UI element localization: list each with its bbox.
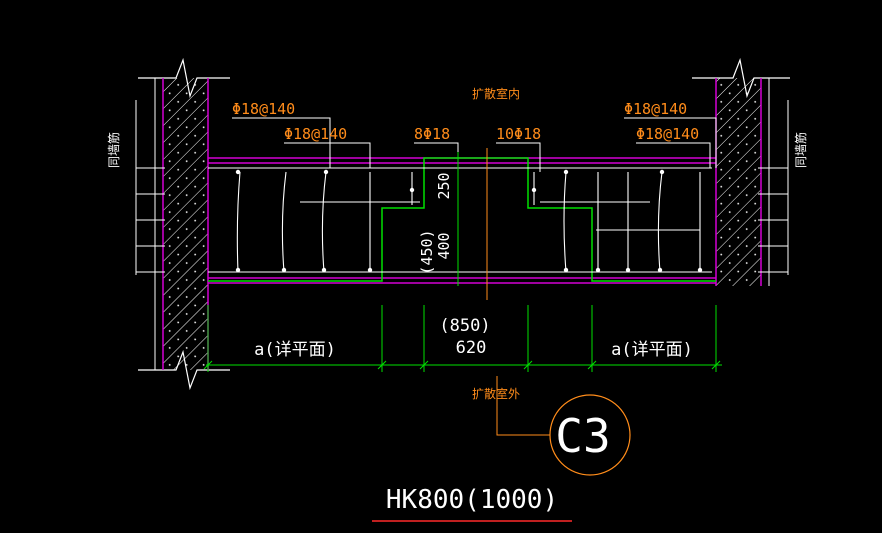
rebar-label-left-outer: Φ18@140 <box>232 100 295 118</box>
slab <box>208 157 716 284</box>
concrete-profile <box>208 157 716 282</box>
rebar-label-left-inner: Φ18@140 <box>284 125 347 143</box>
leaders <box>232 117 717 172</box>
right-wall-hatch <box>716 78 761 286</box>
right-wall-label: 同墙筋 <box>793 132 808 168</box>
left-wall-label: 同墙筋 <box>106 132 121 168</box>
right-wall-bars <box>758 167 788 273</box>
rebar-label-center-right: 10Φ18 <box>496 125 541 143</box>
left-wall <box>135 57 230 391</box>
section-mark-circle <box>549 394 631 476</box>
section-mark-label: C3 <box>555 409 610 463</box>
rebar-label-right-inner: Φ18@140 <box>636 125 699 143</box>
dim-label-left-span: a(详平面) <box>254 340 336 360</box>
right-wall <box>692 57 790 286</box>
left-wall-outline <box>138 57 230 391</box>
dimensions <box>203 152 722 372</box>
rebar-dots <box>235 169 703 273</box>
dim-label-center-width: 620 <box>456 338 487 358</box>
left-wall-hatch <box>163 78 208 370</box>
drawing-title: HK800(1000) <box>386 485 558 515</box>
dim-label-right-span: a(详平面) <box>611 340 693 360</box>
right-wall-outline <box>692 57 790 99</box>
center-axis <box>486 148 550 436</box>
section-mark: C3 <box>549 394 631 476</box>
dim-label-top-height: 250 <box>435 172 453 199</box>
dim-label-center-width-alt: (850) <box>439 316 490 336</box>
top-side-label: 扩散室内 <box>472 86 520 101</box>
dim-label-bottom-height: 400 <box>435 232 453 259</box>
rebar-label-center-left: 8Φ18 <box>414 125 450 143</box>
rebar <box>208 167 712 273</box>
rebar-label-right-outer: Φ18@140 <box>624 100 687 118</box>
bottom-side-label: 扩散室外 <box>472 386 520 401</box>
dim-label-bottom-height-alt: (450) <box>418 229 436 274</box>
left-wall-bars <box>136 167 165 273</box>
